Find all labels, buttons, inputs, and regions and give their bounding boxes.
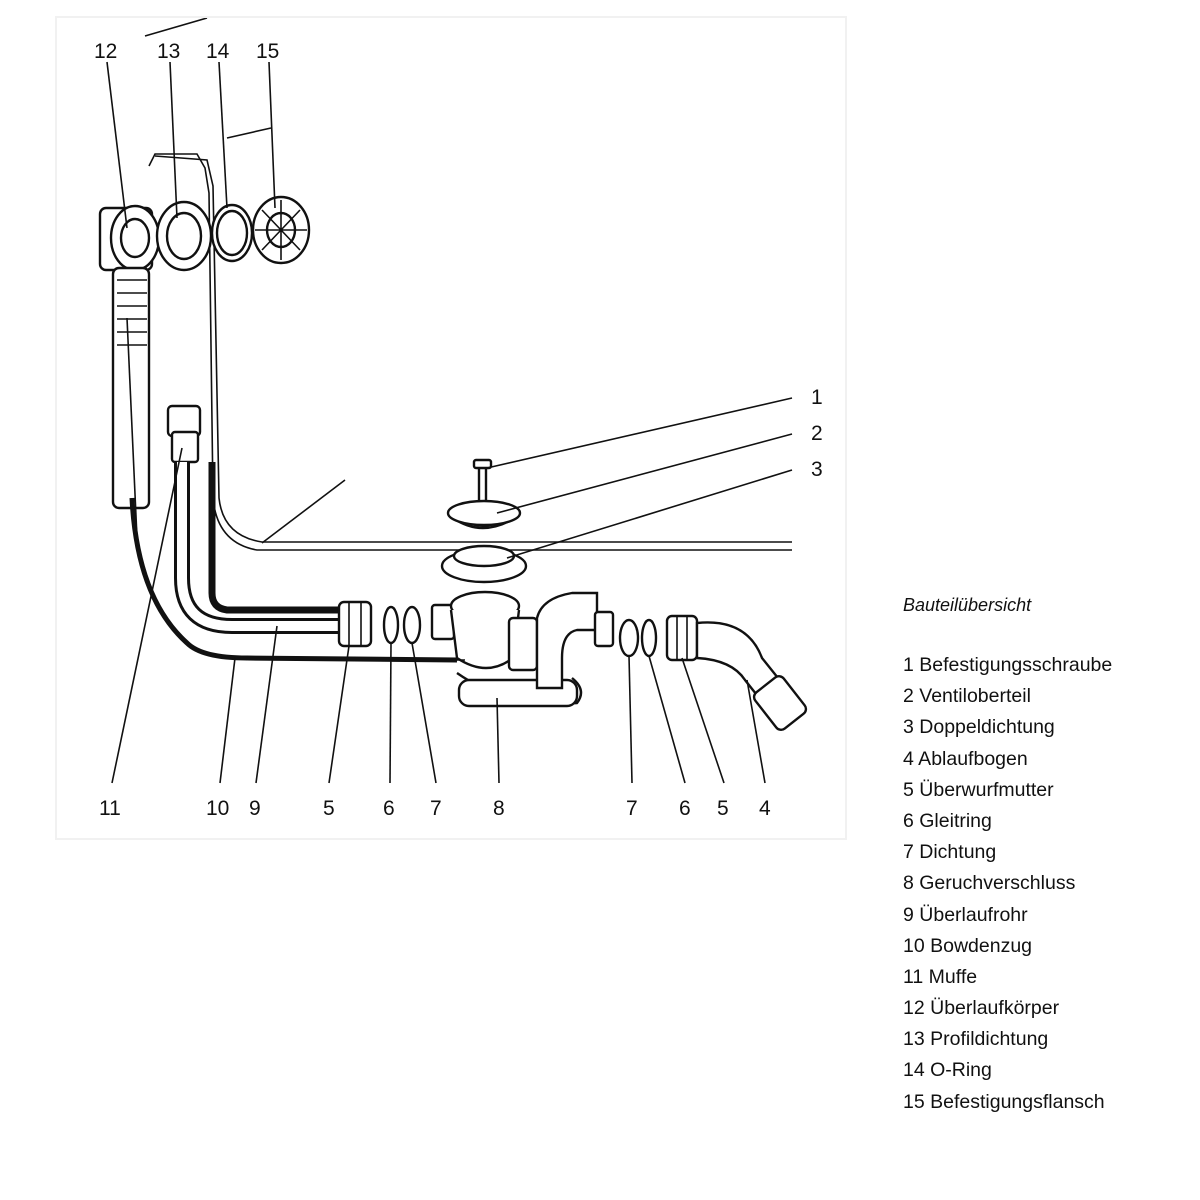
sleeve-11 [166,404,202,464]
callout-5-right: 5 [717,797,729,820]
callout-7-left: 7 [430,797,442,820]
callout-13: 13 [157,40,180,63]
profile-gasket-13 [155,200,213,272]
bathtub-outline [144,18,792,551]
drain-bend-4 [695,621,808,731]
legend-item: 7 Dichtung [903,841,997,864]
legend-item: 3 Doppeldichtung [903,716,1055,739]
callout-15: 15 [256,40,279,63]
callout-10: 10 [206,797,229,820]
legend-item: 4 Ablaufbogen [903,747,1028,770]
legend-item: 10 Bowdenzug [903,934,1033,957]
o-ring-14 [210,203,254,263]
callout-7-right: 7 [626,797,638,820]
glide-ring-6-left [382,605,400,645]
exploded-diagram-panel: 12 13 14 15 1 2 3 11 10 9 5 6 7 8 7 6 5 … [57,18,845,838]
legend-item: 11 Muffe [903,965,978,988]
legend-item: 5 Überwurfmutter [903,778,1054,801]
overflow-pipe-9 [174,462,342,634]
callout-5-left: 5 [323,797,335,820]
seal-7-left [402,605,422,645]
leader-lines [106,61,793,784]
legend-item: 9 Überlaufrohr [903,903,1028,926]
callout-labels: 12 13 14 15 1 2 3 11 10 9 5 6 7 8 7 6 5 … [94,40,823,820]
parts-legend: Bauteilübersicht 1 Befestigungsschraube … [903,595,1193,1118]
callout-8: 8 [493,797,505,820]
legend-item: 14 O-Ring [903,1059,992,1082]
callout-6-right: 6 [679,797,691,820]
bowden-cable-10 [126,317,458,663]
legend-item: 13 Profildichtung [903,1028,1049,1051]
legend-item: 15 Befestigungsflansch [903,1090,1105,1113]
mounting-flange-15 [251,195,311,265]
trap-8 [430,590,615,708]
legend-item: 6 Gleitring [903,809,992,832]
callout-14: 14 [206,40,230,63]
callout-12: 12 [94,40,117,63]
callout-3: 3 [811,458,823,481]
bathtub-drain-diagram: 12 13 14 15 1 2 3 11 10 9 5 6 7 8 7 6 5 … [94,18,823,820]
callout-2: 2 [811,422,823,445]
legend-item: 8 Geruchverschluss [903,872,1076,895]
legend-item: 12 Überlaufkörper [903,997,1060,1020]
callout-6-left: 6 [383,797,395,820]
callout-1: 1 [811,386,823,409]
callout-11: 11 [99,797,121,820]
legend-title: Bauteilübersicht [903,595,1032,615]
union-nut-5-right [665,614,699,662]
valve-top-2 [446,499,522,530]
callout-4: 4 [759,797,771,820]
union-nut-5-left [337,600,373,648]
legend-list: 1 Befestigungsschraube 2 Ventiloberteil … [903,650,1193,1118]
glide-ring-6-right [640,618,658,658]
legend-item: 1 Befestigungsschraube [903,654,1113,676]
callout-9: 9 [249,797,261,820]
double-gasket-3 [440,544,528,584]
seal-7-right [618,618,640,658]
legend-item: 2 Ventiloberteil [903,685,1031,708]
